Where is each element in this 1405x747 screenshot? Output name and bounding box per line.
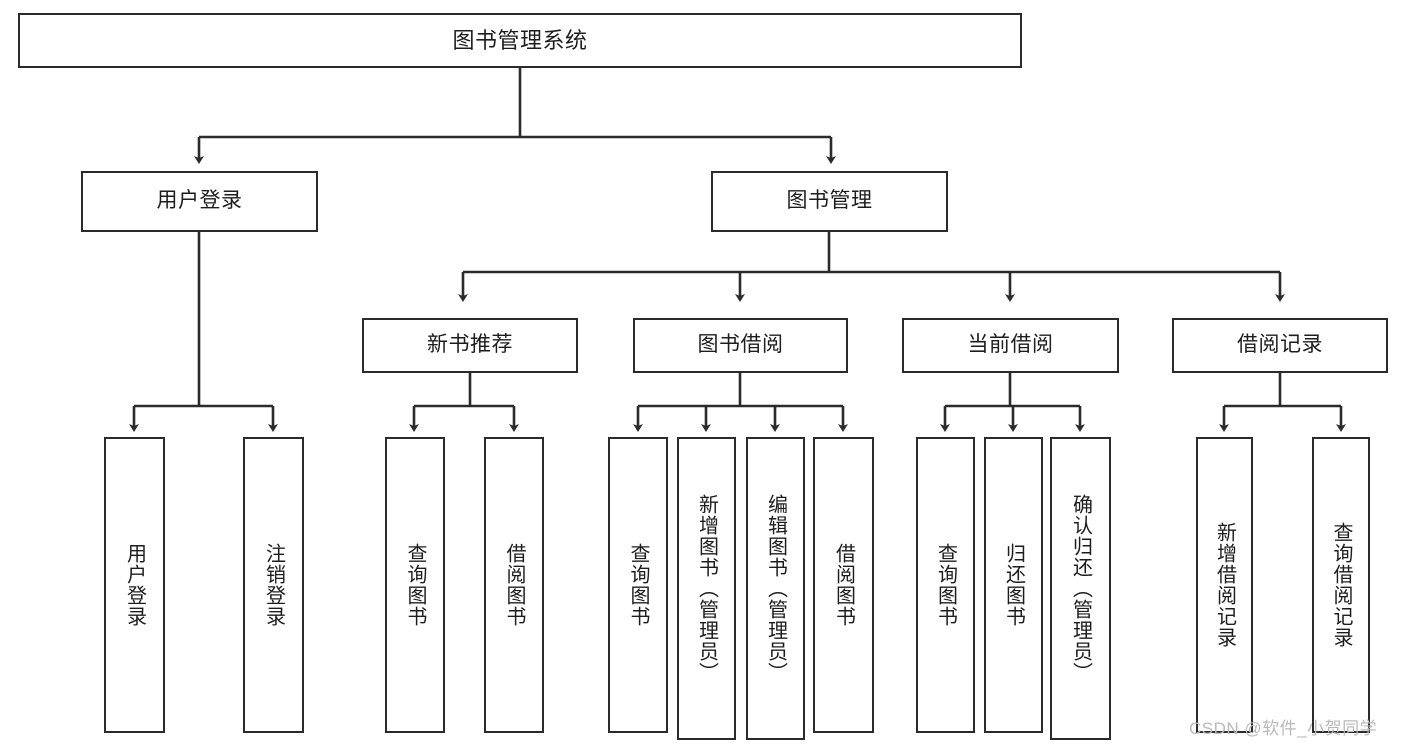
leaf-user-login-signout[interactable]: 注销登录 (243, 437, 304, 733)
node-label: 用户登录 (123, 543, 146, 627)
node-label: 查询图书 (934, 543, 957, 627)
node-label: 注销登录 (262, 543, 285, 627)
leaf-new-book-query[interactable]: 查询图书 (385, 437, 445, 733)
node-label: 图书管理 (786, 189, 873, 213)
leaf-new-book-borrow[interactable]: 借阅图书 (484, 437, 544, 733)
leaf-current-borrow-confirm[interactable]: 确认归还（管理员） (1050, 437, 1111, 740)
node-label: 查询图书 (404, 543, 426, 627)
node-label: 借阅记录 (1237, 333, 1323, 357)
node-label: 图书管理系统 (452, 27, 588, 53)
node-user-login[interactable]: 用户登录 (81, 171, 318, 232)
node-label: 新增借阅记录 (1213, 522, 1236, 648)
node-label: 借阅图书 (503, 543, 525, 627)
node-label: 归还图书 (1002, 543, 1025, 627)
node-label: 图书借阅 (697, 333, 784, 357)
node-label: 新书推荐 (427, 333, 513, 357)
leaf-current-borrow-query[interactable]: 查询图书 (916, 437, 975, 733)
node-label: 确认归还（管理员） (1069, 494, 1092, 683)
leaf-user-login-signin[interactable]: 用户登录 (104, 437, 165, 733)
node-label: 借阅图书 (832, 543, 855, 627)
node-book-borrow[interactable]: 图书借阅 (633, 318, 848, 373)
leaf-borrow-record-add[interactable]: 新增借阅记录 (1196, 437, 1253, 733)
node-current-borrow[interactable]: 当前借阅 (902, 318, 1119, 373)
leaf-borrow-record-query[interactable]: 查询借阅记录 (1312, 437, 1370, 733)
node-label: 查询借阅记录 (1330, 522, 1352, 648)
node-label: 新增图书（管理员） (695, 494, 718, 683)
node-label: 当前借阅 (967, 333, 1054, 357)
node-book-management[interactable]: 图书管理 (711, 171, 948, 232)
node-label: 用户登录 (156, 189, 243, 213)
leaf-book-borrow-edit[interactable]: 编辑图书（管理员） (746, 437, 805, 740)
leaf-book-borrow-query[interactable]: 查询图书 (608, 437, 668, 733)
node-label: 查询图书 (627, 543, 649, 627)
leaf-current-borrow-return[interactable]: 归还图书 (984, 437, 1043, 733)
node-new-book-recommend[interactable]: 新书推荐 (362, 318, 578, 373)
node-label: 编辑图书（管理员） (764, 494, 787, 683)
node-borrow-record[interactable]: 借阅记录 (1172, 318, 1388, 373)
leaf-book-borrow-lend[interactable]: 借阅图书 (813, 437, 874, 733)
leaf-book-borrow-add[interactable]: 新增图书（管理员） (677, 437, 736, 740)
node-root[interactable]: 图书管理系统 (18, 13, 1022, 68)
